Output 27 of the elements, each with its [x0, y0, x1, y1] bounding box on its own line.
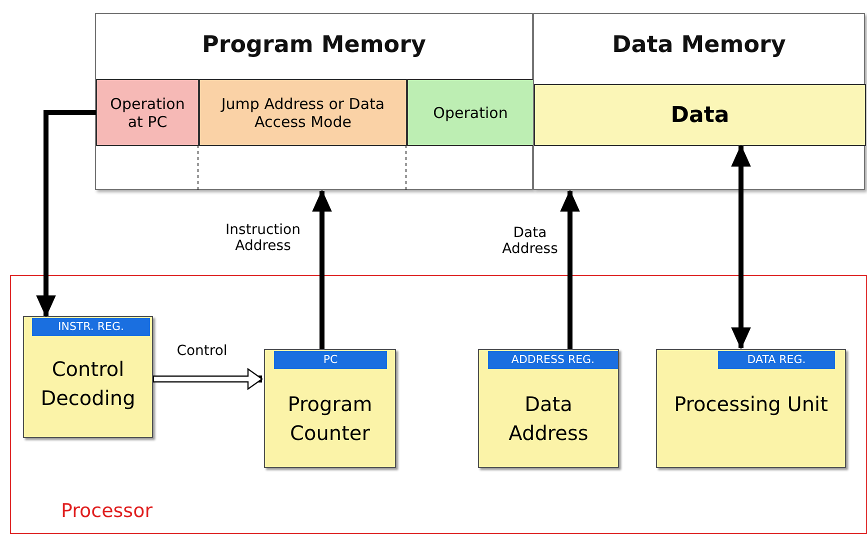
register-tag: DATA REG. [718, 351, 835, 369]
memory-block [95, 13, 533, 190]
block-label: Program Counter [286, 391, 374, 447]
block-title: Data Memory [611, 32, 787, 58]
processor-area [10, 275, 867, 534]
block-title: Program Memory [201, 32, 427, 58]
memory-cell: Data [534, 84, 866, 146]
thick-arrow [312, 190, 332, 349]
register-tag: PC [274, 351, 387, 369]
memory-cell: Operation [407, 79, 534, 146]
thick-arrow [560, 190, 580, 349]
thick-arrow [36, 110, 96, 317]
register-block [23, 316, 153, 438]
register-block [478, 349, 619, 468]
register-tag: INSTR. REG. [32, 318, 150, 336]
register-tag: ADDRESS REG. [488, 351, 618, 369]
register-block [264, 349, 396, 468]
group-label: Processor [61, 500, 153, 522]
memory-cell: Operation at PC [96, 79, 199, 146]
register-block [656, 349, 846, 468]
block-arrow [153, 368, 263, 390]
memory-cell: Jump Address or Data Access Mode [199, 79, 407, 146]
memory-block [533, 13, 865, 190]
block-label: Control Decoding [40, 356, 136, 412]
block-label: Data Address [508, 391, 590, 447]
block-label: Processing Unit [673, 391, 829, 418]
thick-arrow [731, 145, 751, 349]
